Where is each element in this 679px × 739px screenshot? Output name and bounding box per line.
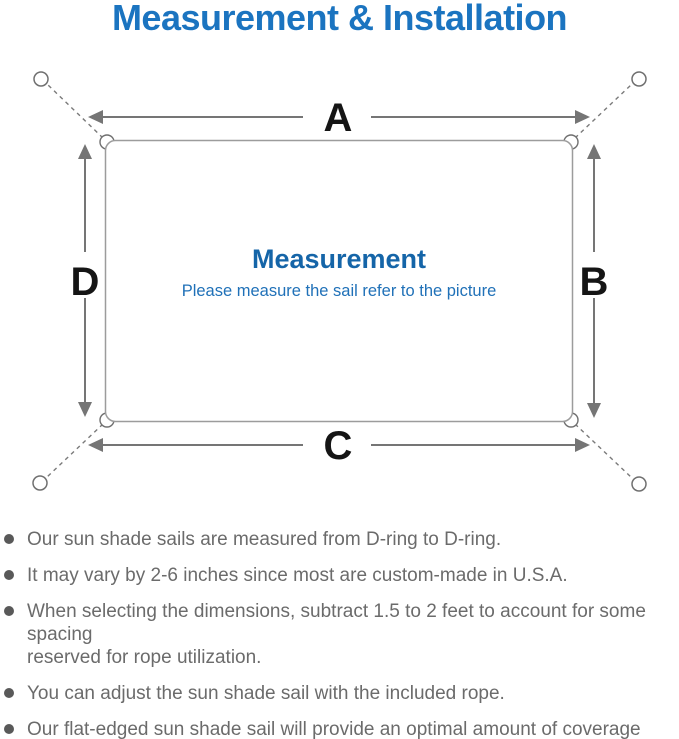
rope-lines: [45, 83, 634, 480]
anchor-ring-icon-bottom-left: [32, 475, 48, 491]
rope-line-bottom-left: [45, 423, 104, 479]
note-item-1: Our sun shade sails are measured from D-…: [0, 528, 675, 551]
center-heading: Measurement: [252, 244, 426, 274]
note-item-5: Our flat-edged sun shade sail will provi…: [0, 718, 675, 739]
note-line: Our flat-edged sun shade sail will provi…: [27, 719, 641, 739]
rope-line-top-right: [574, 83, 633, 139]
dimension-arrows: [78, 110, 601, 452]
anchor-ring-icon-top-right: [631, 71, 647, 87]
notes-list: Our sun shade sails are measured from D-…: [0, 528, 675, 739]
sail-outline: [104, 139, 574, 423]
bullet-dot-icon: [4, 606, 14, 616]
anchor-rings: [32, 71, 647, 492]
bullet-dot-icon: [4, 688, 14, 698]
dimension-label-c: C: [324, 424, 353, 468]
center-subheading: Please measure the sail refer to the pic…: [182, 282, 497, 300]
bullet-dot-icon: [4, 534, 14, 544]
note-item-4: You can adjust the sun shade sail with t…: [0, 682, 675, 705]
note-item-2: It may vary by 2-6 inches since most are…: [0, 564, 675, 587]
note-line: Our sun shade sails are measured from D-…: [27, 529, 502, 550]
dimension-label-b: B: [580, 260, 609, 304]
bullet-dot-icon: [4, 724, 14, 734]
dimension-label-d: D: [71, 260, 100, 304]
rope-line-top-left: [46, 83, 104, 139]
note-line: When selecting the dimensions, subtract …: [27, 601, 646, 645]
anchor-ring-icon-bottom-right: [631, 476, 647, 492]
note-item-3: When selecting the dimensions, subtract …: [0, 600, 675, 669]
page-title: Measurement & Installation: [111, 0, 568, 38]
note-line: It may vary by 2-6 inches since most are…: [27, 565, 568, 586]
note-line: reserved for rope utilization.: [27, 647, 262, 668]
dimension-label-a: A: [324, 96, 353, 140]
anchor-ring-icon-top-left: [33, 71, 49, 87]
bullet-dot-icon: [4, 570, 14, 580]
measurement-diagram: A B C D Measurement Please measure the s…: [32, 71, 647, 492]
note-line: You can adjust the sun shade sail with t…: [27, 683, 505, 704]
rope-line-bottom-right: [574, 423, 634, 480]
